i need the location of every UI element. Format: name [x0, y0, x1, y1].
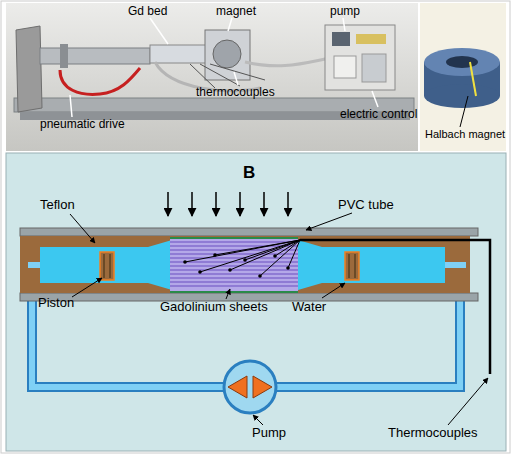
gadolinium-bed	[170, 238, 298, 292]
pump-arrow	[253, 376, 272, 398]
part-label: PVC tube	[338, 198, 394, 212]
component	[334, 56, 356, 78]
leader-line	[460, 96, 468, 127]
thermocouple-wire	[190, 64, 265, 88]
thermocouple-junctions	[183, 253, 290, 278]
part-label: Water	[292, 300, 326, 314]
junction-dot	[286, 266, 290, 270]
yellow-wire	[470, 62, 476, 96]
photo-label: magnet	[216, 5, 256, 18]
part-label: Gadolinium sheets	[160, 300, 268, 314]
part-label: Thermocouples	[388, 426, 478, 440]
part-label: Pump	[252, 426, 286, 440]
cylinder-clamp	[60, 44, 68, 68]
panel-letter: B	[243, 164, 255, 183]
leader-line	[72, 278, 102, 297]
leader-line	[253, 415, 263, 425]
photo-label: Halbach magnet	[425, 128, 505, 140]
tube	[245, 58, 330, 66]
photo-label: electric control	[340, 108, 417, 121]
halbach-ring-top	[424, 48, 500, 76]
field-arrow	[215, 192, 217, 216]
leader-line	[448, 378, 488, 425]
leader-line	[226, 289, 230, 299]
leader-line	[322, 283, 345, 298]
pneumatic-cylinder	[40, 48, 150, 64]
thermocouple-wires	[185, 240, 300, 276]
piston	[345, 252, 359, 280]
junction-dot	[273, 254, 277, 258]
piston-detail	[104, 254, 110, 278]
piston	[100, 252, 114, 280]
thermocouple-cable	[300, 240, 490, 374]
photo-label: thermocouples	[196, 86, 275, 99]
photo-background	[6, 3, 418, 151]
field-arrows	[168, 192, 288, 216]
pvc-tube-wall	[20, 228, 478, 236]
part-label: Teflon	[40, 198, 75, 212]
gd-bed-tube	[150, 45, 210, 63]
field-arrow	[239, 192, 241, 216]
water-pipe	[442, 262, 466, 268]
bed-edge	[170, 238, 298, 292]
pump-body	[332, 32, 350, 46]
control-box	[325, 25, 395, 90]
halbach-ring-bottom	[424, 84, 500, 108]
piston-detail	[349, 254, 355, 278]
teflon-body	[20, 236, 470, 293]
leader-lines	[70, 213, 488, 425]
leader-line	[70, 214, 95, 243]
photo-label: Gd bed	[128, 5, 167, 18]
leader-line	[306, 213, 352, 230]
photo-label: pneumatic drive	[40, 118, 125, 131]
junction-dot	[213, 253, 217, 257]
leader-line	[70, 18, 378, 117]
water-chamber	[40, 240, 172, 290]
air-hose	[60, 68, 140, 94]
component	[362, 54, 386, 82]
field-arrow	[287, 192, 289, 216]
field-arrow	[263, 192, 265, 216]
junction-dot	[243, 258, 247, 262]
magnet-housing	[205, 30, 250, 80]
magnet-photo-background	[420, 3, 506, 151]
schematic-background	[6, 153, 506, 451]
junction-dot	[183, 260, 187, 264]
magnet-bore	[213, 40, 241, 68]
junction-dot	[198, 270, 202, 274]
drive-plate	[16, 26, 42, 112]
part-label: Piston	[38, 296, 74, 310]
field-arrow	[167, 192, 169, 216]
component	[356, 34, 386, 44]
water-chamber	[298, 240, 445, 290]
pump-symbol	[224, 361, 276, 413]
pump-arrow	[228, 376, 247, 398]
halbach-ring-bore	[446, 56, 478, 68]
junction-dot	[228, 268, 232, 272]
junction-dot	[258, 274, 262, 278]
field-arrow	[191, 192, 193, 216]
photo-label: pump	[330, 5, 360, 18]
